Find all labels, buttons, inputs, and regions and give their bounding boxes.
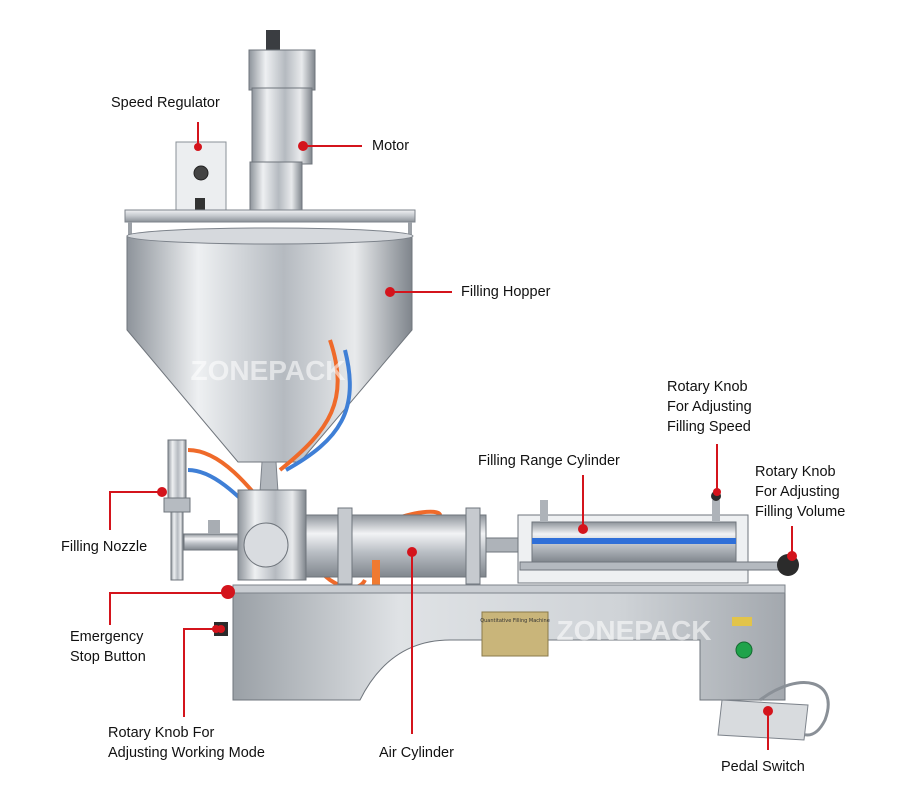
leader-rotary-knob-mode	[183, 628, 216, 717]
dot-speed-regulator	[194, 143, 202, 151]
label-rotary-knob-mode: Rotary Knob For Adjusting Working Mode	[108, 725, 265, 761]
label-rotary-knob-speed: Rotary Knob For Adjusting Filling Speed	[667, 379, 752, 435]
dot-motor	[298, 141, 308, 151]
speed-regulator-box	[175, 141, 227, 221]
dot-filling-nozzle	[157, 487, 167, 497]
watermark-upper: ZONEPACK	[190, 355, 345, 386]
label-air-cylinder: Air Cylinder	[379, 745, 454, 761]
leader-filling-nozzle	[109, 491, 161, 530]
hopper-body	[126, 227, 414, 493]
machine-illustration: Quantitative Filling Machine ZONEPACK ZO…	[124, 30, 830, 741]
label-speed-regulator: Speed Regulator	[111, 95, 220, 111]
label-motor: Motor	[372, 138, 410, 154]
pedal-switch-device	[717, 681, 830, 741]
filling-range-cylinder-unit	[517, 491, 799, 584]
dot-rotary-knob-volume	[787, 551, 797, 561]
dot-air-cylinder	[407, 547, 417, 557]
nozzle-assembly	[163, 439, 245, 581]
label-filling-range-cylinder: Filling Range Cylinder	[478, 453, 620, 469]
dot-filling-hopper	[385, 287, 395, 297]
callout-leaders	[109, 122, 793, 750]
watermark-lower: ZONEPACK	[556, 615, 711, 646]
air-cylinder	[305, 507, 521, 586]
hopper-frame	[124, 209, 416, 244]
label-filling-nozzle: Filling Nozzle	[61, 539, 148, 555]
dot-rotary-knob-speed	[713, 488, 721, 496]
callout-dots	[157, 141, 797, 716]
dot-filling-range-cylinder	[578, 524, 588, 534]
valve-body	[237, 489, 307, 581]
label-emergency-stop: Emergency Stop Button	[70, 629, 146, 665]
leader-emergency-stop	[109, 592, 228, 625]
motor-assembly	[248, 30, 316, 211]
dot-pedal-switch	[763, 706, 773, 716]
nameplate-text: Quantitative Filling Machine	[480, 618, 550, 624]
label-pedal-switch: Pedal Switch	[721, 759, 805, 775]
label-rotary-knob-volume: Rotary Knob For Adjusting Filling Volume	[755, 464, 846, 520]
label-filling-hopper: Filling Hopper	[461, 284, 551, 300]
dot-rotary-knob-mode	[212, 625, 220, 633]
dot-emergency-stop	[224, 589, 232, 597]
